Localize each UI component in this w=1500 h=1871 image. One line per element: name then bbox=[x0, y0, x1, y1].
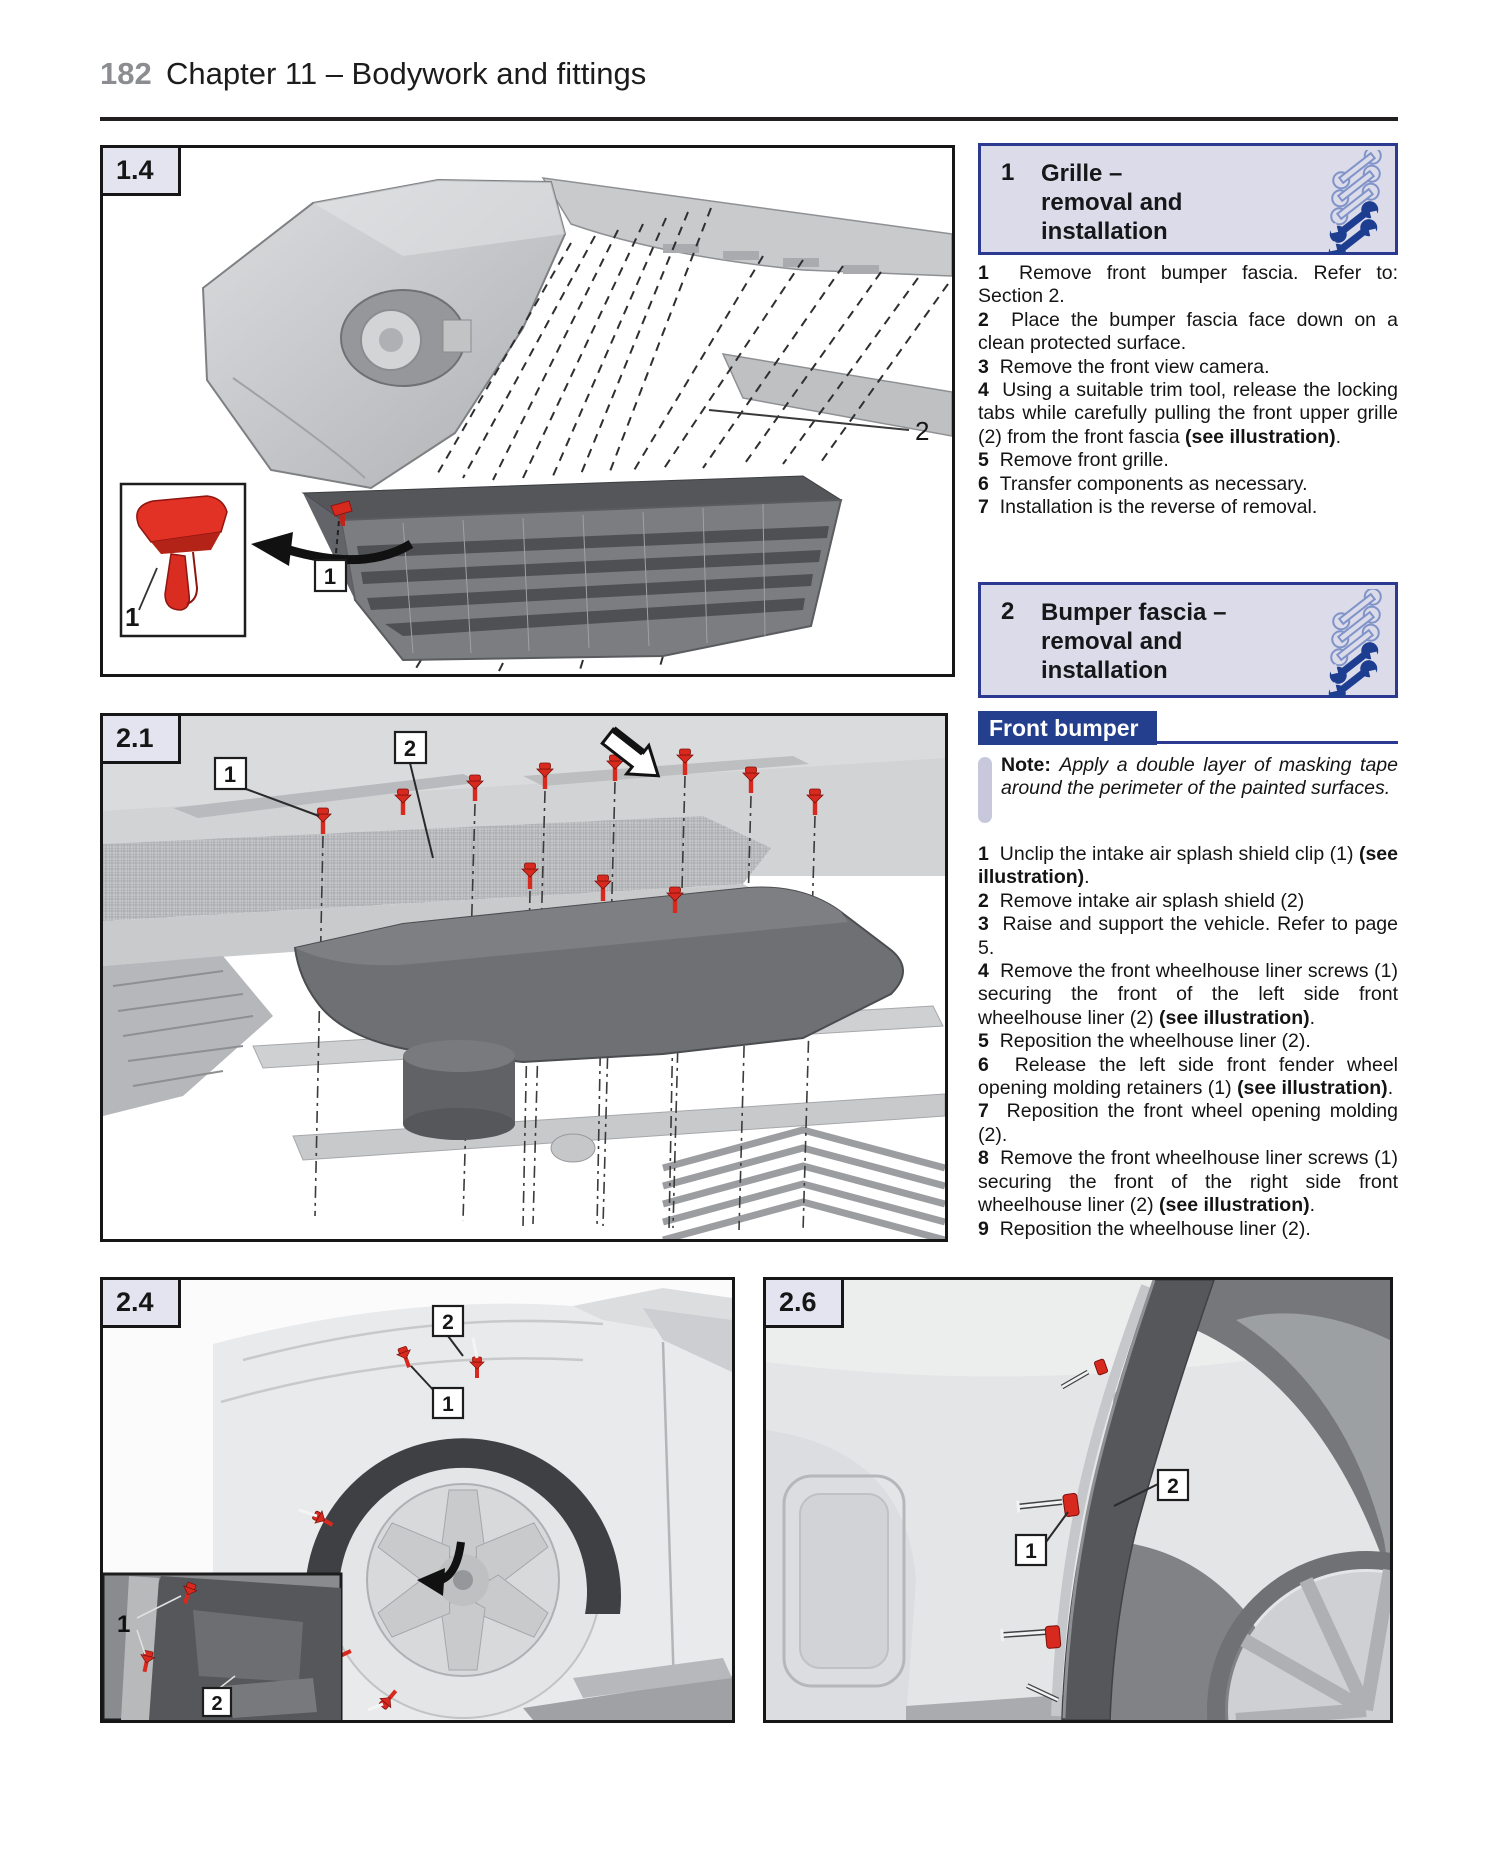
procedure-step: 6 Transfer components as necessary. bbox=[978, 472, 1308, 495]
wheelhouse-inset: 1 2 bbox=[103, 1572, 343, 1720]
callout-grille-clip: 1 bbox=[324, 564, 336, 589]
procedure-step: 1 Unclip the intake air splash shield cl… bbox=[978, 843, 1398, 889]
fender-molding-illustration: 1 2 bbox=[766, 1280, 1390, 1720]
section-number: 1 bbox=[1001, 159, 1015, 186]
assembly-dashed-lines bbox=[412, 207, 949, 674]
callout-inset-liner: 2 bbox=[211, 1693, 222, 1715]
procedure-step: 1 Remove front bumper fascia. Refer to: … bbox=[978, 262, 1398, 308]
chapter-title: Chapter 11 – Bodywork and fittings bbox=[166, 56, 647, 91]
callout-molding: 2 bbox=[1167, 1475, 1179, 1498]
section-title: Grille – removal and installation bbox=[1041, 160, 1183, 245]
callout-molding-top: 2 bbox=[442, 1311, 454, 1334]
red-retainer-clips bbox=[1044, 1358, 1109, 1649]
figure-2-1: 1 2 2.1 bbox=[100, 713, 948, 1242]
header-rule bbox=[100, 117, 1398, 121]
figure-2-6: 1 2 2.6 bbox=[763, 1277, 1393, 1723]
procedure-step: 5 Remove front grille. bbox=[978, 449, 1169, 472]
wheel-spokes bbox=[1235, 1568, 1390, 1720]
note: Note: Apply a double layer of masking ta… bbox=[1001, 754, 1399, 800]
screw-marks bbox=[1000, 1369, 1090, 1703]
grille-red-clip-icon bbox=[330, 500, 353, 526]
section-1-steps: 1 Remove front bumper fascia. Refer to: … bbox=[978, 262, 1398, 519]
procedure-step: 4 Using a suitable trim tool, release th… bbox=[978, 379, 1398, 448]
section-2-header: 2 Bumper fascia – removal and installati… bbox=[978, 582, 1398, 698]
arrow-to-inset bbox=[287, 540, 414, 565]
callout-shield: 2 bbox=[404, 736, 416, 761]
front-bumper-subheading: Front bumper bbox=[978, 711, 1157, 745]
page-number: 182 bbox=[100, 56, 152, 91]
procedure-step: 7 Reposition the front wheel opening mol… bbox=[978, 1100, 1399, 1146]
splash-shield-illustration: 1 2 bbox=[103, 716, 945, 1239]
figure-2-4: 2 1 1 2 bbox=[100, 1277, 735, 1723]
wrench-rating-icon bbox=[1328, 589, 1382, 697]
wheelhouse-liner-illustration: 2 1 1 2 bbox=[103, 1280, 732, 1720]
fascia-upper-strip bbox=[541, 177, 952, 277]
red-clip-icon bbox=[136, 495, 228, 611]
wrench-rating-icon bbox=[1328, 150, 1382, 254]
procedure-step: 8 Remove the front wheelhouse liner scre… bbox=[978, 1147, 1398, 1217]
bumper-grille-exploded-illustration: 1 1 2 bbox=[119, 177, 952, 674]
procedure-step: 5 Reposition the wheelhouse liner (2). bbox=[978, 1030, 1311, 1053]
callout-clip: 1 bbox=[224, 762, 236, 787]
callout-retainers: 1 bbox=[1025, 1540, 1037, 1563]
callout-inset-screws: 1 bbox=[117, 1611, 130, 1638]
section-1-header: 1 Grille – removal and installation bbox=[978, 143, 1398, 255]
callout-molding-retainer: 1 bbox=[442, 1393, 454, 1416]
procedure-step: 3 Raise and support the vehicle. Refer t… bbox=[978, 913, 1398, 959]
section-number: 2 bbox=[1001, 598, 1015, 625]
note-bar bbox=[978, 757, 992, 823]
procedure-step: 7 Installation is the reverse of removal… bbox=[978, 496, 1318, 519]
direction-arrow-icon bbox=[600, 726, 661, 778]
figure-label-2-1: 2.1 bbox=[103, 716, 181, 764]
procedure-step: 3 Remove the front view camera. bbox=[978, 355, 1270, 378]
figure-label-1-4: 1.4 bbox=[103, 148, 181, 196]
grille-chevrons bbox=[662, 1126, 945, 1239]
section-title: Bumper fascia – removal and installation bbox=[1041, 599, 1227, 684]
subheading-rule bbox=[978, 741, 1398, 744]
procedure-step: 4 Remove the front wheelhouse liner scre… bbox=[978, 960, 1398, 1029]
procedure-step: 2 Place the bumper fascia face down on a… bbox=[978, 308, 1398, 355]
fascia-lower-strip bbox=[721, 353, 952, 437]
wheel-opening-molding bbox=[305, 1438, 621, 1614]
procedure-step: 9 Reposition the wheelhouse liner (2). bbox=[978, 1217, 1311, 1240]
section-2-steps: 1 Unclip the intake air splash shield cl… bbox=[978, 843, 1398, 1241]
figure-label-2-6: 2.6 bbox=[766, 1280, 844, 1328]
callout-upper-grille: 2 bbox=[915, 416, 929, 446]
procedure-step: 6 Release the left side front fender whe… bbox=[978, 1053, 1399, 1100]
callout-inset-clip: 1 bbox=[125, 602, 139, 632]
figure-label-2-4: 2.4 bbox=[103, 1280, 181, 1328]
procedure-step: 2 Remove intake air splash shield (2) bbox=[978, 889, 1305, 912]
figure-1-4: 1 1 2 1.4 bbox=[100, 145, 955, 677]
